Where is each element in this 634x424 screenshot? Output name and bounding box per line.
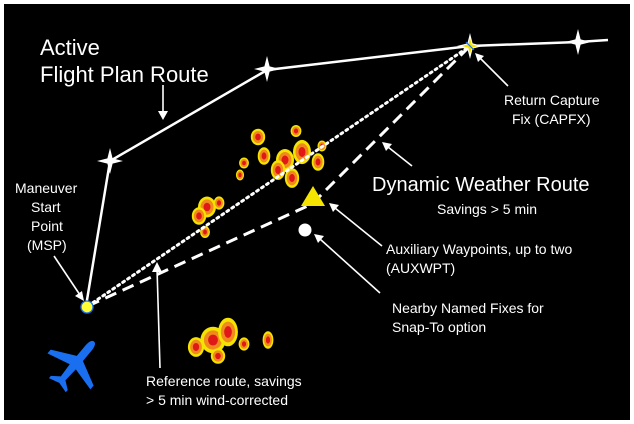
active-route-label-line2: Flight Plan Route [40,62,209,87]
weather-cells-upper [235,124,327,188]
aux-waypoints-label-line1: Auxiliary Waypoints, up to two [386,241,572,257]
dynamic-weather-route-line [87,44,472,308]
reference-route-line [86,44,472,308]
named-fixes-label-line2: Snap-To option [392,319,486,335]
named-fixes-label-line1: Nearby Named Fixes for [392,300,544,316]
return-capture-label-line2: Fix (CAPFX) [512,111,591,127]
msp-label-line1: Maneuver [15,180,78,196]
msp-label-line3: Point [31,218,63,234]
aux-waypoint-triangle-icon [301,186,325,206]
star-icon [254,56,280,82]
dynamic-route-label: Dynamic Weather Route [372,174,590,196]
star-icon [565,29,591,55]
dynamic-route-savings-label: Savings > 5 min [437,201,537,217]
capture-fix-star-icon [457,33,483,59]
aux-waypoints-label-line2: (AUXWPT) [386,260,455,276]
diagram-background [4,4,630,420]
msp-marker-icon [80,300,94,314]
named-fix-circle-icon [298,223,312,237]
msp-label-line2: Start [31,199,61,215]
return-capture-label-line1: Return Capture [504,92,600,108]
star-icon [97,148,123,174]
msp-label-line4: (MSP) [27,237,67,253]
active-route-label-line1: Active [40,35,100,60]
airplane-icon [47,340,95,393]
reference-route-label-line2: > 5 min wind-corrected [146,392,288,408]
annotation-arrows [53,53,509,369]
weather-cells-lower [187,317,274,364]
reference-route-label-line1: Reference route, savings [146,373,302,389]
